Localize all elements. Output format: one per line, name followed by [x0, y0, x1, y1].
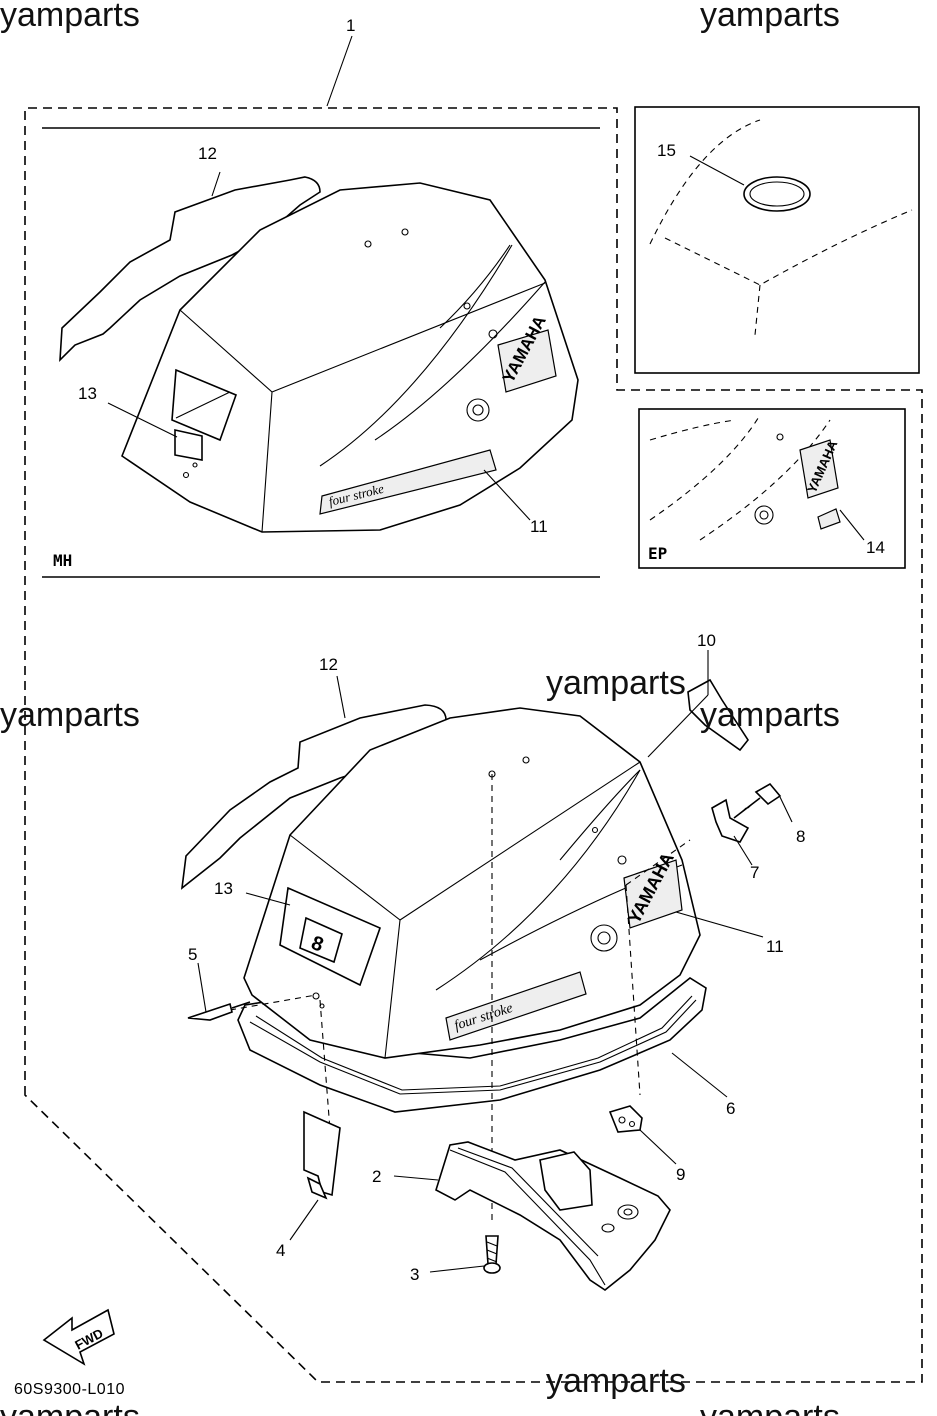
callout-8: 8 — [796, 827, 805, 846]
mh-variant-label: MH — [53, 551, 72, 570]
bolt-8 — [754, 782, 782, 806]
callout-12-mh: 12 — [198, 144, 217, 163]
callout-1: 1 — [346, 16, 355, 35]
watermark-mid-left: yamparts — [0, 696, 140, 734]
diagram-code: 60S9300-L010 — [14, 1381, 125, 1398]
bracket-7 — [711, 798, 750, 843]
cap-15 — [743, 176, 811, 212]
ep-variant-label: EP — [648, 544, 667, 563]
watermark-bottom-center: yamparts — [546, 1362, 686, 1400]
watermark-bottom-right: yamparts — [700, 1398, 840, 1416]
callout-12: 12 — [319, 655, 338, 674]
callout-15: 15 — [657, 141, 676, 160]
grommet-9 — [608, 1105, 643, 1133]
watermark-mid-right: yamparts — [700, 696, 840, 734]
watermark-bottom-left: yamparts — [0, 1398, 140, 1416]
mh-top-cowling — [121, 182, 579, 533]
mh-inset: MH YAMAHA four stroke 12 13 11 — [42, 127, 600, 578]
callout-4: 4 — [276, 1241, 285, 1260]
callout-11-mh: 11 — [530, 517, 548, 536]
watermark-mid-center: yamparts — [546, 664, 686, 702]
main-assembly: YAMAHA four stroke 8 — [180, 631, 805, 1291]
callout-13: 13 — [214, 879, 233, 898]
callout-6: 6 — [726, 1099, 735, 1118]
cap-10 — [687, 678, 749, 752]
cap-inset: 15 — [634, 106, 920, 374]
callout-2: 2 — [372, 1167, 381, 1186]
callout-7: 7 — [750, 863, 759, 882]
pin-5 — [187, 1002, 233, 1021]
lever-2 — [435, 1141, 671, 1291]
callout-13-mh: 13 — [78, 384, 97, 403]
callout-3: 3 — [410, 1265, 419, 1284]
mh-handle-12 — [59, 176, 321, 363]
watermark-top-right: yamparts — [700, 0, 840, 34]
watermark-top-left: yamparts — [0, 0, 140, 34]
callout-10: 10 — [697, 631, 716, 650]
assembly-boundary-outline — [24, 107, 923, 1383]
callout-5: 5 — [188, 945, 197, 964]
callout-9: 9 — [676, 1165, 685, 1184]
callout-14: 14 — [866, 538, 885, 557]
callout-11: 11 — [766, 937, 784, 956]
ep-inset: EP YAMAHA 14 — [638, 408, 906, 569]
fwd-arrow: FWD — [42, 1308, 115, 1366]
